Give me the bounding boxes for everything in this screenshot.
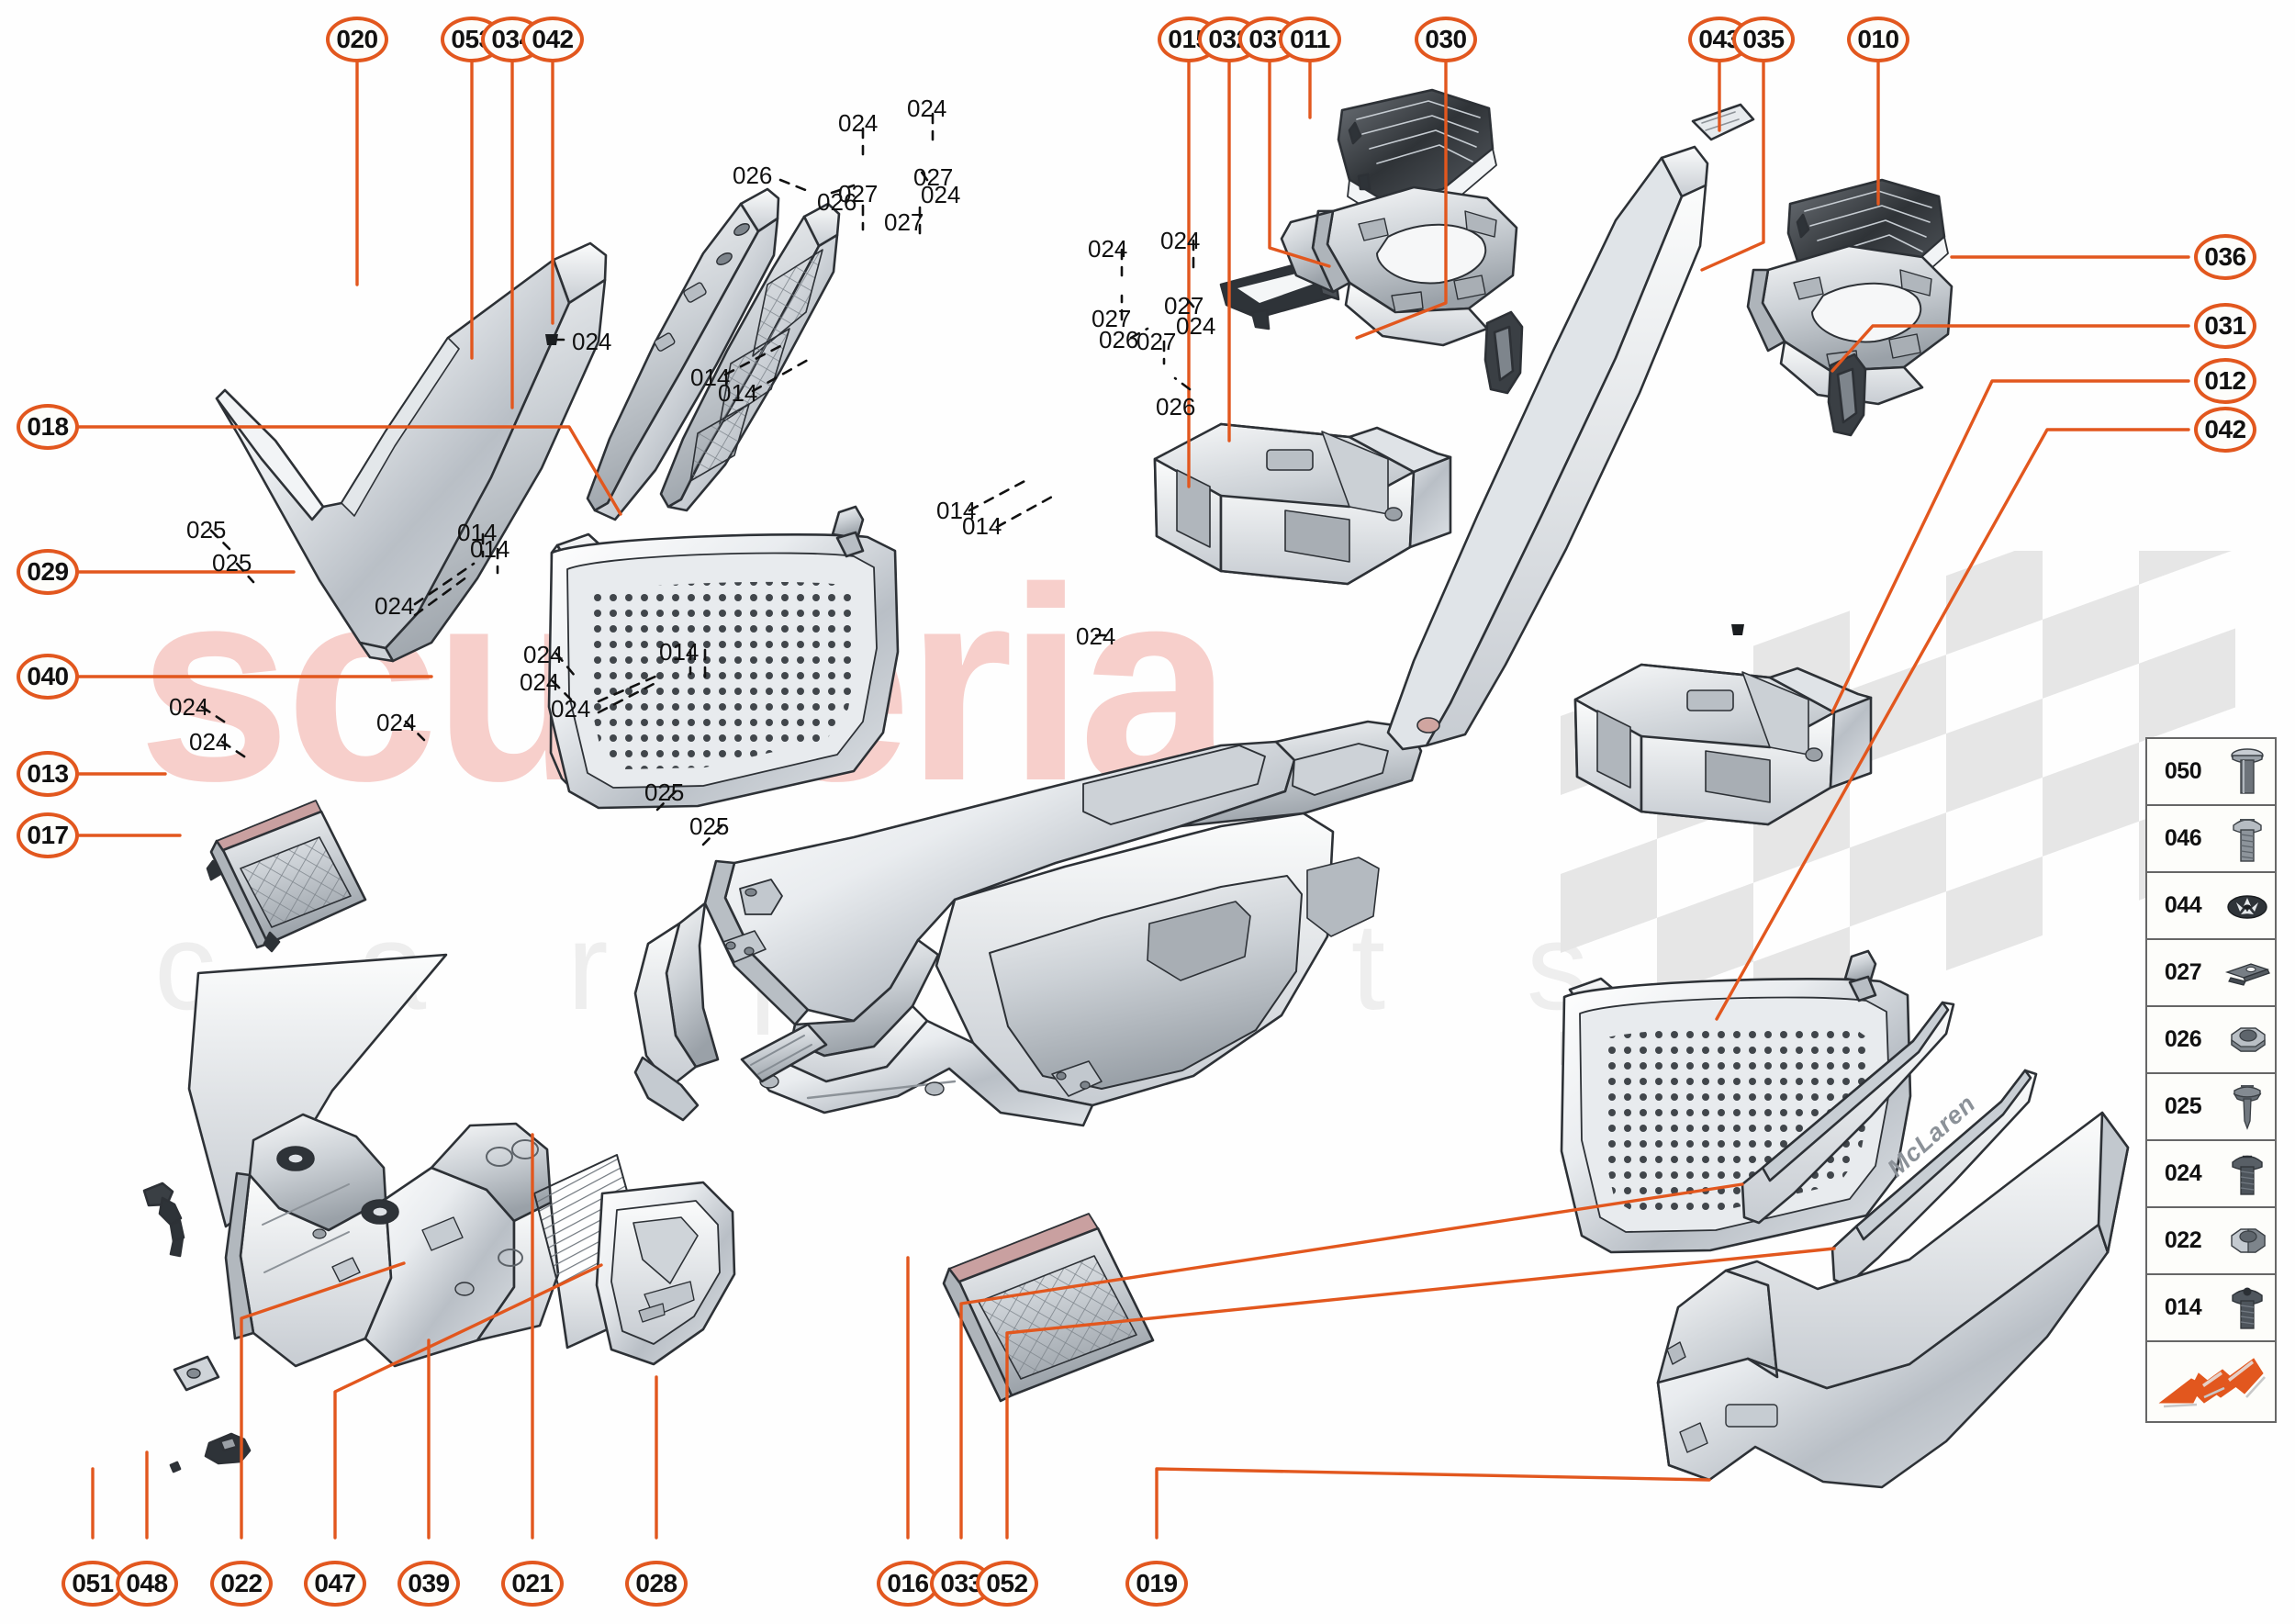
legend-row: 022	[2147, 1208, 2275, 1275]
part-number-label-025: 025	[689, 812, 730, 840]
legend-row: 026	[2147, 1007, 2275, 1074]
callout-bubble-042[interactable]: 042	[521, 17, 584, 62]
part-number-label-024: 024	[551, 695, 591, 722]
legend-row: 046	[2147, 806, 2275, 873]
torx-button-bolt-icon	[2219, 1282, 2275, 1334]
legend-row: 027	[2147, 940, 2275, 1007]
legend-row-id: 027	[2164, 959, 2202, 985]
part-number-label-024: 024	[1176, 312, 1216, 340]
part-number-label-027: 027	[1092, 305, 1132, 332]
orange-tape-arrow-icon	[2147, 1351, 2275, 1412]
part-number-label-014: 014	[470, 535, 510, 563]
legend-row: 014	[2147, 1275, 2275, 1342]
part-number-label-024: 024	[523, 641, 564, 668]
legend-row-id: 044	[2164, 892, 2202, 918]
part-number-label-026: 026	[1099, 326, 1139, 353]
callout-bubble-051[interactable]: 051	[62, 1561, 124, 1607]
legend-row: 044	[2147, 873, 2275, 940]
part-number-label-024: 024	[921, 181, 961, 208]
part-number-label-014: 014	[718, 379, 758, 407]
callout-bubble-022[interactable]: 022	[210, 1561, 273, 1607]
pan-head-screw-icon	[2219, 812, 2275, 866]
part-number-label-024: 024	[1088, 235, 1128, 263]
part-number-label-024: 024	[838, 109, 879, 137]
legend-row: 024	[2147, 1141, 2275, 1208]
legend-row: 025	[2147, 1074, 2275, 1141]
part-number-label-025: 025	[644, 778, 685, 806]
push-pin-rivet-icon	[2219, 1081, 2275, 1134]
callout-bubble-012[interactable]: 012	[2194, 358, 2256, 404]
flange-bolt-icon	[2219, 745, 2275, 799]
legend-row-id: 024	[2164, 1160, 2202, 1186]
callout-bubble-048[interactable]: 048	[116, 1561, 178, 1607]
part-number-label-024: 024	[376, 709, 417, 736]
legend-row-id: 046	[2164, 825, 2202, 851]
part-number-label-024: 024	[375, 592, 415, 620]
u-clip-nut-icon	[2219, 959, 2275, 987]
legend-row-id: 026	[2164, 1026, 2202, 1052]
legend-row: 050	[2147, 739, 2275, 806]
part-number-label-024: 024	[169, 693, 209, 721]
legend-row-id: 050	[2164, 758, 2202, 784]
part-number-label-025: 025	[186, 516, 227, 543]
part-number-label-026: 026	[733, 162, 773, 189]
callout-bubble-010[interactable]: 010	[1847, 17, 1909, 62]
part-number-label-027: 027	[838, 180, 879, 207]
part-number-label-014: 014	[659, 638, 700, 666]
callout-bubble-019[interactable]: 019	[1125, 1561, 1188, 1607]
part-number-label-024: 024	[1160, 227, 1201, 254]
button-head-bolt-icon	[2219, 1148, 2275, 1200]
part-number-label-027: 027	[1136, 328, 1177, 355]
part-number-label-025: 025	[212, 549, 252, 577]
part-number-label-024: 024	[189, 728, 230, 756]
part-number-label-027: 027	[884, 208, 924, 236]
callout-bubble-029[interactable]: 029	[17, 549, 79, 595]
callout-bubble-013[interactable]: 013	[17, 751, 79, 797]
callout-bubble-021[interactable]: 021	[501, 1561, 564, 1607]
part-number-label-024: 024	[572, 328, 612, 355]
part-number-label-024: 024	[907, 95, 947, 122]
callout-bubble-017[interactable]: 017	[17, 812, 79, 858]
part-number-label-024: 024	[1076, 622, 1116, 650]
callout-bubble-036[interactable]: 036	[2194, 234, 2256, 280]
part-number-label-026: 026	[1156, 393, 1196, 420]
callout-bubble-035[interactable]: 035	[1732, 17, 1795, 62]
svg-text:McLaren: McLaren	[1882, 1090, 1981, 1182]
callout-bubble-052[interactable]: 052	[976, 1561, 1038, 1607]
callout-bubble-028[interactable]: 028	[625, 1561, 688, 1607]
callout-bubble-042[interactable]: 042	[2194, 407, 2256, 453]
watermark-car-parts: c a r p a r t s	[154, 897, 1642, 1036]
legend-row-id: 022	[2164, 1227, 2202, 1253]
part-number-label-024: 024	[520, 668, 560, 696]
star-washer-icon	[2219, 890, 2275, 922]
part-number-label-014: 014	[962, 512, 1002, 540]
callout-bubble-030[interactable]: 030	[1415, 17, 1477, 62]
hex-flange-nut-icon	[2219, 1224, 2275, 1259]
callout-bubble-031[interactable]: 031	[2194, 303, 2256, 349]
callout-bubble-039[interactable]: 039	[397, 1561, 460, 1607]
callout-bubble-018[interactable]: 018	[17, 404, 79, 450]
legend-row-id: 014	[2164, 1294, 2202, 1320]
legend-row-id: 025	[2164, 1093, 2202, 1119]
legend-row	[2147, 1342, 2275, 1423]
flange-nut-icon	[2219, 1023, 2275, 1058]
callout-bubble-011[interactable]: 011	[1279, 17, 1341, 62]
fastener-legend-table: 050 046	[2145, 737, 2277, 1423]
callout-bubble-047[interactable]: 047	[304, 1561, 366, 1607]
callout-bubble-040[interactable]: 040	[17, 654, 79, 700]
callout-bubble-020[interactable]: 020	[326, 17, 388, 62]
